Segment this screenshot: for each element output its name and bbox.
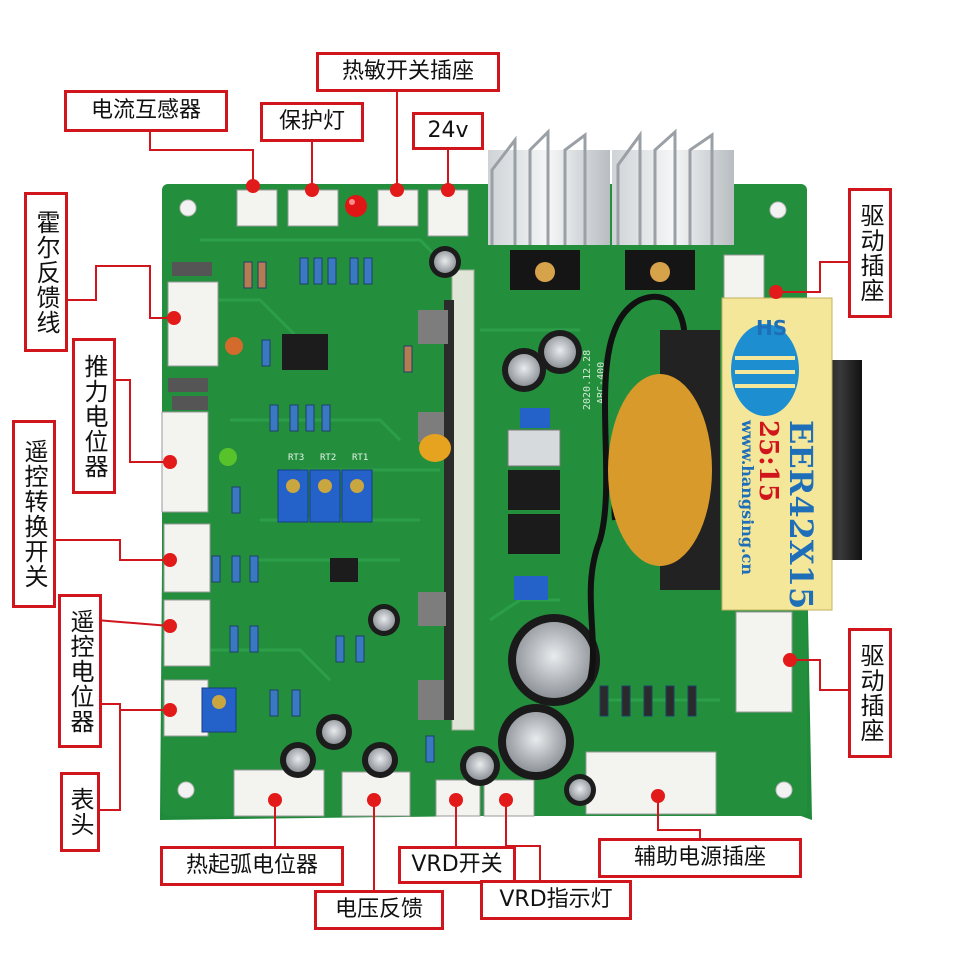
connector-hot-start-pot [233, 769, 325, 817]
orange-cap [225, 337, 243, 355]
heat-sink-right [612, 128, 734, 245]
label-hot-start-pot: 热起弧电位器 [160, 846, 344, 886]
board-model: ARC-400 [596, 362, 607, 404]
transformer-website: www.hangsing.cn [738, 419, 757, 575]
connector-current-transformer [236, 189, 278, 227]
connector-meter [163, 679, 209, 737]
label-remote-switch: 遥控转换开关 [12, 420, 56, 608]
rt3-text: RT3 [288, 453, 304, 463]
regulators [507, 408, 561, 600]
green-led [219, 448, 237, 466]
transformer-model: EER42X15 [782, 420, 820, 609]
label-aux-power-socket: 辅助电源插座 [598, 838, 802, 878]
label-protection-light: 保护灯 [260, 102, 364, 142]
label-vrd-switch: VRD开关 [398, 846, 516, 884]
rt2-text: RT2 [320, 453, 336, 463]
label-voltage-feedback: 电压反馈 [314, 890, 444, 930]
label-meter: 表头 [60, 772, 100, 852]
label-hall-feedback: 霍尔反馈线 [24, 192, 68, 352]
marker-dots [163, 179, 797, 807]
label-remote-pot: 遥控电位器 [58, 594, 102, 748]
transformer [608, 297, 862, 611]
connector-remote-pot [163, 599, 211, 667]
electrolytic-capacitors [280, 246, 600, 806]
protection-led [345, 195, 367, 217]
board-date: 2020.12.28 [582, 350, 593, 410]
resistor-arrays [211, 257, 697, 763]
connector-vrd-switch [435, 779, 481, 817]
transformer-brand: HS [756, 316, 787, 340]
ics [168, 262, 448, 720]
screw-left [535, 262, 555, 282]
label-thermal-switch-socket: 热敏开关插座 [316, 52, 500, 92]
leader-lines [30, 88, 848, 896]
daughter-board [451, 269, 475, 731]
label-drive-socket-bottom: 驱动插座 [848, 628, 892, 758]
label-drive-socket-top: 驱动插座 [848, 188, 892, 318]
yellow-cap [419, 434, 451, 462]
label-current-transformer: 电流互感器 [64, 90, 228, 132]
connector-drive-bottom [735, 611, 793, 713]
label-thrust-pot: 推力电位器 [72, 338, 116, 494]
daughter-board-pins [444, 300, 454, 720]
label-24v: 24v [412, 112, 484, 150]
connector-aux-power [585, 751, 717, 815]
trimmer-pots [201, 469, 373, 733]
screw-right [650, 262, 670, 282]
rt1-text: RT1 [352, 453, 368, 463]
transformer-ratio: 25:15 [753, 420, 783, 502]
heat-sink-left [488, 128, 610, 245]
label-vrd-indicator: VRD指示灯 [480, 880, 632, 920]
